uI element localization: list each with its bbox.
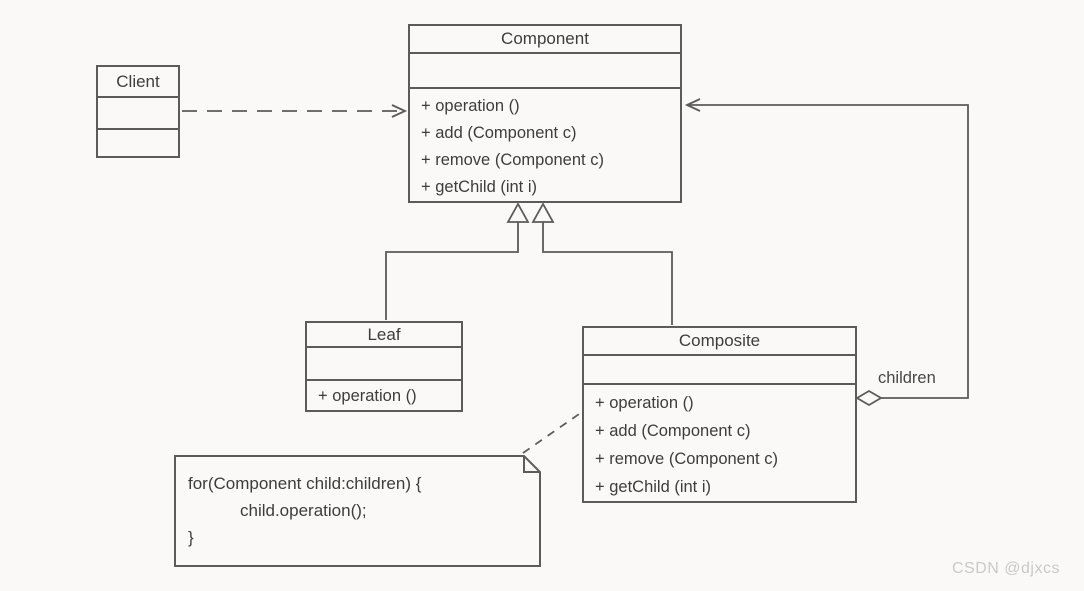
method-operation: + operation () — [421, 97, 520, 115]
note-anchor-dashed-line — [522, 411, 583, 454]
class-box-composite: Composite + operation () + add (Componen… — [582, 326, 857, 503]
method-operation: + operation () — [595, 394, 694, 412]
method-getchild: + getChild (int i) — [421, 178, 538, 196]
component-attributes-compartment — [410, 52, 680, 87]
association-role-label: children — [878, 369, 936, 387]
composite-methods-compartment: + operation () + add (Component c) + rem… — [584, 383, 855, 501]
class-name-client: Client — [116, 71, 160, 91]
watermark-text: CSDN @djxcs — [952, 560, 1060, 577]
class-box-component: Component + operation () + add (Componen… — [408, 24, 682, 203]
method-operation: + operation () — [318, 387, 417, 405]
client-attributes-compartment — [98, 96, 178, 128]
dependency-arrowhead-icon — [391, 104, 408, 118]
note-line: child.operation(); — [240, 501, 367, 520]
composite-generalization-line — [542, 222, 673, 325]
class-name-composite: Composite — [678, 330, 761, 350]
class-name-component: Component — [501, 29, 589, 48]
component-methods-compartment: + operation () + add (Component c) + rem… — [410, 87, 680, 201]
inheritance-triangle-icon — [506, 202, 530, 223]
method-getchild: + getChild (int i) — [595, 478, 712, 496]
inheritance-triangle-icon — [531, 202, 555, 223]
method-remove: + remove (Component c) — [595, 450, 778, 468]
aggregation-diamond-icon — [855, 389, 883, 407]
aggregation-arrowhead-icon — [684, 98, 701, 112]
leaf-attributes-compartment — [307, 346, 461, 379]
composite-attributes-compartment — [584, 353, 855, 383]
class-name-leaf: Leaf — [367, 324, 401, 344]
client-methods-compartment — [98, 128, 178, 156]
class-box-leaf: Leaf + operation () — [305, 321, 463, 412]
note-line: for(Component child:children) { — [188, 474, 422, 493]
class-box-client: Client — [96, 65, 180, 158]
leaf-generalization-line — [385, 222, 519, 320]
uml-note-text: for(Component child:children) { child.op… — [188, 470, 528, 551]
method-remove: + remove (Component c) — [421, 151, 604, 169]
leaf-methods-compartment: + operation () — [307, 379, 461, 410]
method-add: + add (Component c) — [595, 422, 751, 440]
note-line: } — [188, 528, 194, 547]
method-add: + add (Component c) — [421, 124, 577, 142]
